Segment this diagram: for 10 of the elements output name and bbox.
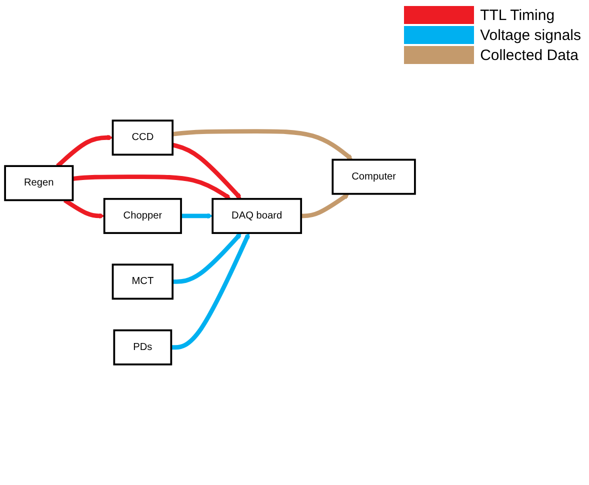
process-box: PDs — [113, 329, 172, 366]
process-box: DAQ board — [212, 198, 302, 234]
process-box: MCT — [112, 264, 174, 300]
legend-label: Collected Data — [480, 46, 578, 64]
process-box: CCD — [112, 120, 174, 156]
legend-label: Voltage signals — [480, 26, 581, 44]
process-box: Chopper — [103, 198, 182, 234]
legend-label: TTL Timing — [480, 6, 555, 24]
process-box: Regen — [4, 165, 74, 202]
process-box: Computer — [332, 158, 416, 195]
